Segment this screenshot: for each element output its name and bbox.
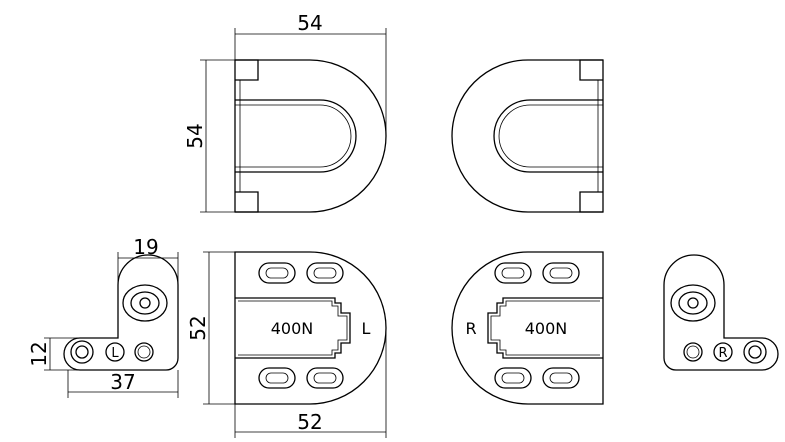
top-right-u-bracket — [451, 59, 604, 213]
dim-small-37: 37 — [110, 370, 135, 394]
plate-right: R 400N — [451, 251, 604, 405]
small-bracket-left: L 19 12 37 — [27, 235, 179, 398]
dim-top-width: 54 — [297, 11, 322, 35]
dim-plate-height: 52 — [186, 315, 210, 340]
dim-plate-width: 52 — [297, 410, 322, 434]
plate-left: 400N L 52 52 — [186, 251, 387, 438]
small-bracket-right: R — [663, 254, 779, 371]
plate-right-load: 400N — [525, 319, 568, 338]
dim-small-12: 12 — [27, 341, 51, 366]
top-left-u-bracket: 54 54 — [183, 11, 387, 213]
bracket-left-mark: L — [111, 346, 119, 361]
plate-left-load: 400N — [271, 319, 314, 338]
dim-small-19: 19 — [133, 235, 158, 259]
bracket-right-mark: R — [718, 346, 727, 361]
dim-top-height: 54 — [183, 123, 207, 148]
plate-left-side: L — [362, 319, 371, 338]
plate-right-side: R — [465, 319, 476, 338]
